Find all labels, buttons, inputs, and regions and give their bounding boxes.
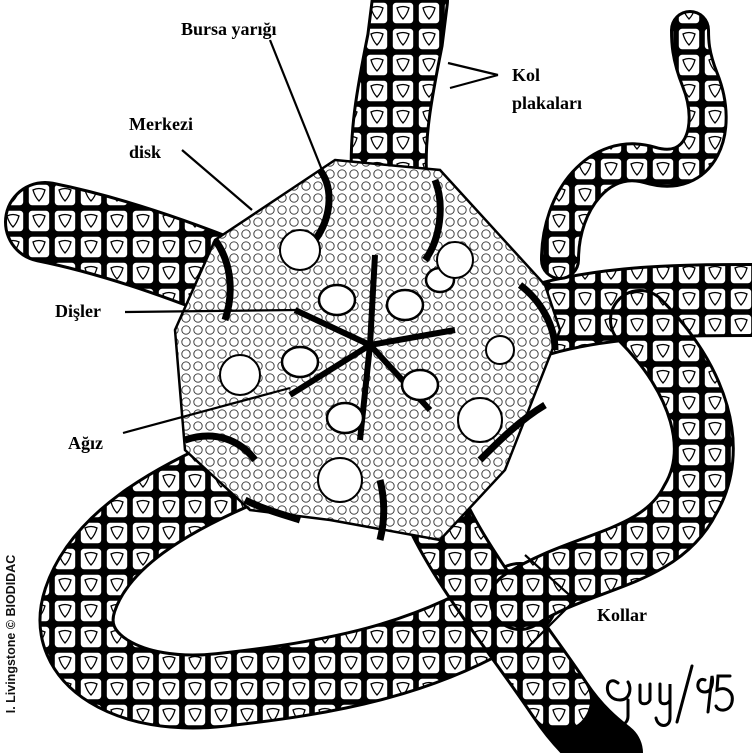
label-central-disk-2: disk xyxy=(129,141,161,163)
label-arms: Kollar xyxy=(597,604,647,626)
leader-kol-a xyxy=(448,63,498,75)
leader-bursa xyxy=(270,40,322,170)
leader-merkezi xyxy=(182,150,252,210)
image-credit: I. Livingstone © BIODIDAC xyxy=(4,534,20,734)
leader-kol-b xyxy=(450,75,498,88)
label-teeth: Dişler xyxy=(55,300,101,322)
label-bursa-slit: Bursa yarığı xyxy=(181,18,277,40)
label-arm-plates-2: plakaları xyxy=(512,92,582,114)
central-disk xyxy=(175,160,560,540)
label-mouth: Ağız xyxy=(68,432,103,454)
label-central-disk-1: Merkezi xyxy=(129,113,193,135)
signature xyxy=(607,666,732,726)
label-arm-plates-1: Kol xyxy=(512,64,540,86)
